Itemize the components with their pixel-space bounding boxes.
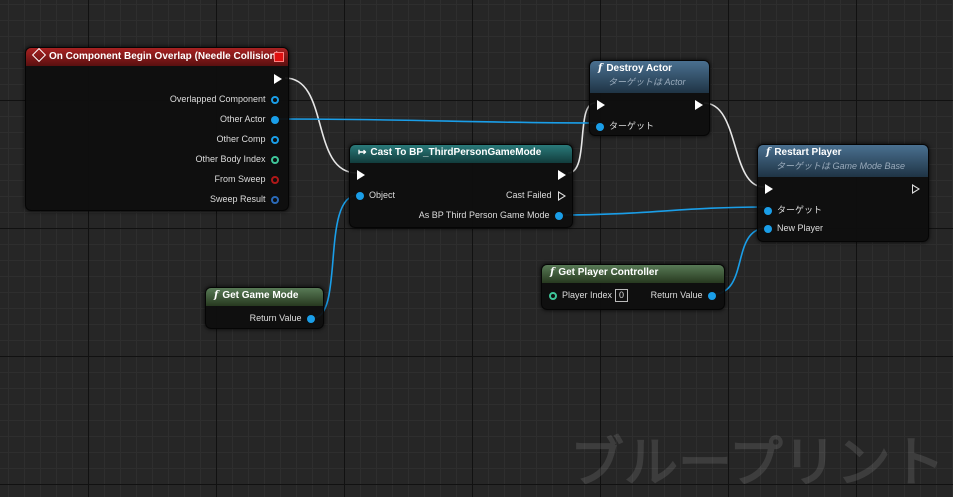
pin-label: ターゲット (777, 205, 823, 215)
pin-ring-icon[interactable] (549, 291, 557, 300)
pin-restart-target[interactable]: ターゲット (764, 203, 822, 216)
pin-label: Object (369, 190, 396, 200)
pin-overlapped-component[interactable]: Overlapped Component (170, 94, 279, 104)
destroy-node-subtitle: ターゲットは Actor (608, 77, 686, 87)
cast-node[interactable]: ↦Cast To BP_ThirdPersonGameMode Object C… (349, 144, 573, 228)
pin-label: New Player (777, 223, 824, 233)
pin-ring-icon[interactable] (271, 135, 279, 144)
event-node-title: On Component Begin Overlap (Needle Colli… (49, 51, 280, 62)
pin-filled-icon[interactable] (307, 314, 315, 323)
pin-object[interactable]: Object (356, 190, 395, 200)
pin-label: Cast Failed (505, 190, 552, 200)
pin-filled-icon[interactable] (764, 206, 772, 215)
pin-cast-failed[interactable]: Cast Failed (506, 190, 566, 201)
overlap-exec-out-row[interactable] (274, 73, 282, 84)
restart-exec-in-row[interactable] (765, 183, 773, 194)
pin-sweep-result[interactable]: Sweep Result (210, 194, 279, 204)
pin-label: ターゲット (609, 121, 655, 131)
exec-arrow-icon[interactable] (597, 99, 605, 110)
pin-filled-icon[interactable] (708, 291, 716, 300)
pin-ring-icon[interactable] (271, 175, 279, 184)
pin-label: As BP Third Person Game Mode (418, 210, 550, 220)
exec-arrow-icon[interactable] (357, 169, 365, 180)
pin-ring-icon[interactable] (271, 95, 279, 104)
function-f-icon: f (598, 63, 603, 74)
pin-destroy-target[interactable]: ターゲット (596, 119, 654, 132)
restart-node-subtitle: ターゲットは Game Mode Base (776, 161, 906, 171)
pin-ring-icon[interactable] (271, 155, 279, 164)
get-pc-title: Get Player Controller (558, 267, 659, 278)
cast-exec-out-row[interactable] (558, 169, 566, 180)
pin-label: Player Index (562, 290, 613, 300)
get-game-mode-title: Get Game Mode (222, 290, 299, 301)
exec-arrow-icon[interactable] (558, 169, 566, 180)
pin-new-player[interactable]: New Player (764, 223, 823, 233)
pin-other-actor[interactable]: Other Actor (220, 114, 279, 124)
pin-other-comp[interactable]: Other Comp (216, 134, 279, 144)
cast-node-title: Cast To BP_ThirdPersonGameMode (370, 147, 542, 158)
pin-as-game-mode[interactable]: As BP Third Person Game Mode (419, 210, 563, 220)
object-wire-cast-to-restart-target (559, 206, 768, 216)
pin-label: Return Value (249, 313, 302, 323)
cast-node-header[interactable]: ↦Cast To BP_ThirdPersonGameMode (350, 145, 572, 163)
exec-arrow-icon[interactable] (695, 99, 703, 110)
cast-arrow-icon: ↦ (358, 147, 367, 158)
destroy-exec-out-row[interactable] (695, 99, 703, 110)
object-wire-other-actor-to-destroy (275, 118, 599, 124)
pin-other-body-index[interactable]: Other Body Index (195, 154, 279, 164)
pin-ring-icon[interactable] (271, 195, 279, 204)
pin-filled-icon[interactable] (596, 122, 604, 131)
pin-game-mode-return[interactable]: Return Value (250, 313, 315, 323)
blueprint-watermark: ブループリント (570, 431, 945, 494)
pin-label: Other Body Index (195, 154, 266, 164)
exec-wire-destroy-to-restart (703, 102, 765, 188)
exec-arrow-icon[interactable] (274, 73, 282, 84)
pin-label: Other Actor (219, 114, 266, 124)
pin-label: Return Value (650, 290, 703, 300)
event-diamond-icon (31, 47, 47, 63)
pin-label: Overlapped Component (169, 94, 266, 104)
function-f-icon: f (550, 267, 555, 278)
restart-node-title: Restart Player (774, 147, 842, 158)
pin-filled-icon[interactable] (764, 224, 772, 233)
pin-filled-icon[interactable] (356, 191, 364, 200)
pin-label: From Sweep (214, 174, 266, 184)
pin-filled-icon[interactable] (271, 115, 279, 124)
function-f-icon: f (766, 147, 771, 158)
pin-label: Other Comp (216, 134, 266, 144)
exec-arrow-icon[interactable] (765, 183, 773, 194)
destroy-exec-in-row[interactable] (597, 99, 605, 110)
close-square-icon[interactable] (274, 52, 284, 62)
pin-label: Sweep Result (209, 194, 266, 204)
event-node-header[interactable]: On Component Begin Overlap (Needle Colli… (26, 47, 288, 66)
pin-pc-return[interactable]: Return Value (651, 290, 716, 300)
cast-exec-in-row[interactable] (357, 169, 365, 180)
exec-wire-overlap-to-cast (284, 77, 358, 174)
restart-exec-out-row[interactable] (912, 183, 920, 194)
pin-from-sweep[interactable]: From Sweep (214, 174, 279, 184)
function-f-icon: f (214, 290, 219, 301)
event-node-component-begin-overlap[interactable]: On Component Begin Overlap (Needle Colli… (25, 47, 289, 211)
exec-arrow-icon[interactable] (558, 190, 566, 201)
destroy-node-title: Destroy Actor (606, 63, 673, 74)
exec-arrow-icon[interactable] (912, 183, 920, 194)
player-index-input[interactable]: 0 (615, 289, 629, 302)
pin-filled-icon[interactable] (555, 211, 563, 220)
